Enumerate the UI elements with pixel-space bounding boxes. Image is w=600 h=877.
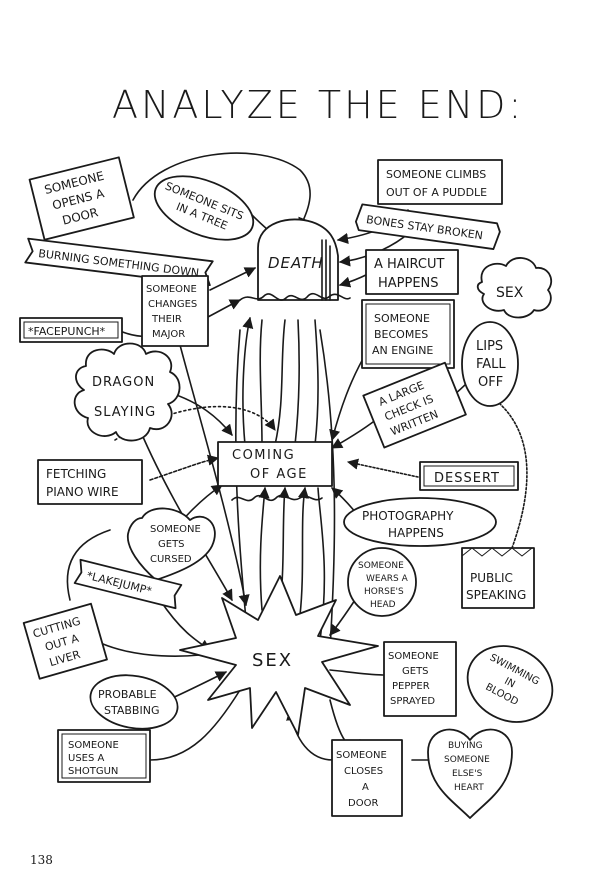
changes-major-line-2: changes bbox=[148, 299, 197, 310]
node-someone-uses-a-shotgun: Someone uses a shotgun bbox=[57, 729, 151, 783]
stabbing-line-1: Probable bbox=[98, 688, 157, 701]
coming-of-age-line-2: of Age bbox=[250, 467, 308, 482]
changes-major-line-4: major bbox=[152, 329, 185, 340]
node-cutting-out-a-liver: Cutting out a liver bbox=[22, 602, 108, 680]
node-someone-climbs-out-of-a-puddle: Someone climbs out of a puddle bbox=[377, 159, 503, 205]
horse-line-2: wears a bbox=[366, 574, 409, 584]
engine-line-1: Someone bbox=[374, 312, 430, 325]
pepper-line-1: Someone bbox=[388, 651, 439, 662]
dessert-label: Dessert bbox=[434, 471, 500, 486]
node-a-large-check-is-written: A large check is written bbox=[362, 361, 467, 449]
shotgun-line-1: Someone bbox=[68, 740, 119, 751]
facepunch-label: *Facepunch* bbox=[28, 325, 106, 338]
node-someone-gets-cursed: Someone gets cursed bbox=[127, 507, 216, 581]
node-dragon-slaying: Dragon Slaying bbox=[73, 342, 181, 442]
node-someone-opens-a-door: Someone opens a door bbox=[28, 156, 135, 241]
node-probable-stabbing: Probable stabbing bbox=[89, 674, 179, 730]
coming-of-age-line-1: Coming bbox=[232, 448, 295, 463]
climbs-puddle-line-1: Someone climbs bbox=[386, 168, 486, 181]
page-number: 138 bbox=[30, 853, 53, 867]
node-someone-becomes-an-engine: Someone becomes an engine bbox=[361, 299, 455, 369]
haircut-line-1: A haircut bbox=[374, 257, 445, 272]
shotgun-line-3: shotgun bbox=[68, 766, 118, 777]
cursed-line-2: gets bbox=[158, 539, 185, 550]
sex-hub: Sex bbox=[179, 575, 379, 736]
blood-line-2: in bbox=[502, 676, 516, 691]
stabbing-line-2: stabbing bbox=[104, 704, 159, 717]
node-photography-happens: Photography happens bbox=[343, 497, 497, 547]
lips-line-1: Lips bbox=[476, 339, 503, 354]
cursed-line-3: cursed bbox=[150, 554, 192, 565]
node-buying-someone-elses-heart: Buying someone else's heart bbox=[427, 728, 513, 819]
node-facepunch: *Facepunch* bbox=[19, 317, 123, 343]
piano-line-2: piano wire bbox=[46, 485, 119, 499]
sex-hub-label: Sex bbox=[252, 650, 293, 671]
pepper-line-2: gets bbox=[402, 666, 429, 677]
closes-line-4: door bbox=[348, 798, 378, 809]
dragon-line-2: Slaying bbox=[94, 405, 156, 420]
node-lips-fall-off: Lips fall off bbox=[461, 321, 519, 407]
heart-line-4: heart bbox=[454, 783, 484, 793]
photography-line-1: Photography bbox=[362, 509, 454, 523]
piano-line-1: Fetching bbox=[46, 467, 106, 481]
node-someone-sits-in-a-tree: Someone sits in a tree bbox=[153, 175, 255, 241]
engine-line-2: becomes bbox=[374, 328, 428, 341]
horse-line-1: Someone bbox=[358, 561, 404, 571]
heart-line-1: Buying bbox=[448, 741, 483, 751]
death-label: Death bbox=[268, 254, 324, 272]
public-line-1: Public bbox=[470, 571, 513, 585]
node-bones-stay-broken: Bones stay broken bbox=[354, 203, 501, 250]
death-hub: Death bbox=[239, 218, 351, 301]
horse-line-4: head bbox=[370, 600, 396, 610]
engine-line-3: an engine bbox=[372, 344, 433, 357]
closes-line-2: closes bbox=[344, 766, 383, 777]
horse-line-3: horse's bbox=[364, 587, 404, 597]
haircut-line-2: happens bbox=[378, 276, 439, 291]
closes-line-1: Someone bbox=[336, 750, 387, 761]
node-a-haircut-happens: A haircut happens bbox=[365, 249, 459, 295]
pepper-line-4: sprayed bbox=[390, 696, 435, 707]
heart-line-3: else's bbox=[452, 769, 483, 779]
node-someone-wears-a-horses-head: Someone wears a horse's head bbox=[347, 547, 417, 617]
node-someone-closes-a-door: Someone closes a door bbox=[331, 739, 403, 817]
node-dessert: Dessert bbox=[419, 461, 519, 491]
node-someone-changes-their-major: Someone changes their major bbox=[141, 275, 209, 347]
public-line-2: speaking bbox=[466, 588, 526, 602]
changes-major-line-3: their bbox=[151, 314, 182, 325]
page-title: Analyze the End: bbox=[112, 83, 524, 127]
node-public-speaking: Public speaking bbox=[461, 547, 535, 609]
shotgun-line-2: uses a bbox=[68, 753, 105, 764]
node-swimming-in-blood: Swimming in blood bbox=[466, 645, 554, 723]
photography-line-2: happens bbox=[388, 526, 444, 540]
changes-major-line-1: Someone bbox=[146, 284, 197, 295]
node-someone-gets-pepper-sprayed: Someone gets pepper sprayed bbox=[383, 641, 457, 717]
sex-cloud-label: Sex bbox=[496, 285, 524, 301]
coming-of-age-hub: Coming of Age bbox=[217, 441, 333, 502]
heart-line-2: someone bbox=[444, 755, 490, 765]
climbs-puddle-line-2: out of a puddle bbox=[386, 186, 487, 199]
lips-line-3: off bbox=[478, 375, 503, 390]
cursed-line-1: Someone bbox=[150, 524, 201, 535]
pepper-line-3: pepper bbox=[392, 681, 430, 692]
closes-line-3: a bbox=[362, 782, 369, 793]
dragon-line-1: Dragon bbox=[92, 375, 155, 390]
lips-line-2: fall bbox=[476, 357, 506, 372]
node-fetching-piano-wire: Fetching piano wire bbox=[37, 459, 143, 505]
node-sex-cloud: Sex bbox=[476, 257, 553, 319]
